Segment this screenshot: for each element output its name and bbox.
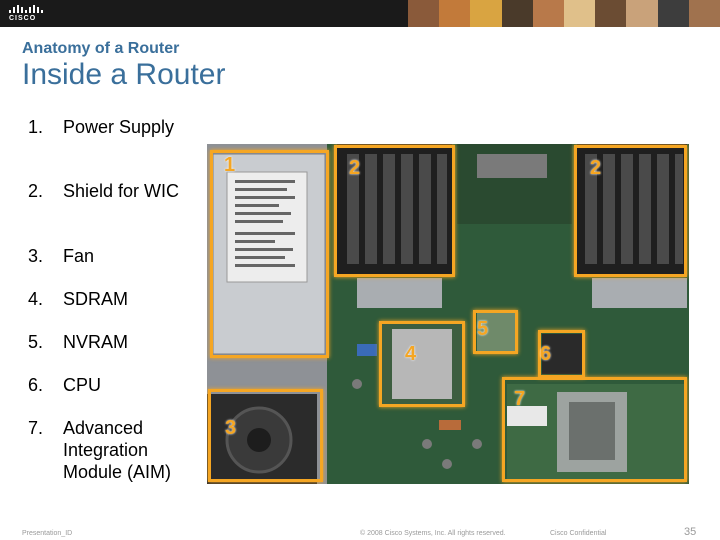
header-photo — [626, 0, 658, 27]
header-photo — [408, 0, 440, 27]
page-number: 35 — [684, 526, 697, 538]
list-item-label: Fan — [63, 246, 95, 266]
footer-presentation-id: Presentation_ID — [22, 530, 73, 537]
list-item-number: 6. — [28, 375, 44, 395]
header-photo — [688, 0, 720, 27]
footer-copyright: © 2008 Cisco Systems, Inc. All rights re… — [360, 530, 506, 537]
list-item: 1. Power Supply — [28, 116, 193, 138]
header-photo — [439, 0, 471, 27]
list-item-label: CPU — [63, 375, 102, 395]
highlight-aim — [502, 377, 687, 482]
header-photo — [595, 0, 627, 27]
list-item: 7. Advanced Integration Module (AIM) — [28, 417, 193, 483]
highlight-wic-shield-right — [574, 145, 687, 277]
list-item-number: 2. — [28, 181, 44, 201]
list-item-label: Power Supply — [63, 117, 175, 137]
list-item-label: NVRAM — [63, 332, 129, 352]
callout-label: 3 — [225, 417, 237, 439]
header-photo-strip — [408, 0, 720, 27]
list-item-number: 5. — [28, 332, 44, 352]
list-item-number: 7. — [28, 418, 44, 438]
router-board-illustration — [207, 144, 689, 484]
list-item-label: Advanced Integration Module (AIM) — [63, 418, 172, 482]
header-photo — [657, 0, 689, 27]
list-item-label: Shield for WIC — [63, 181, 180, 201]
highlight-nvram — [473, 310, 518, 354]
cisco-bars-icon — [9, 5, 45, 13]
header-photo — [532, 0, 565, 27]
list-item-number: 1. — [28, 117, 44, 137]
list-item: 6. CPU — [28, 374, 193, 396]
callout-label: 2 — [349, 157, 361, 179]
logo-text: CISCO — [9, 15, 37, 22]
cisco-logo: CISCO — [9, 5, 45, 23]
list-item-number: 4. — [28, 289, 44, 309]
callout-label: 6 — [540, 343, 552, 365]
highlight-power-supply — [210, 150, 329, 358]
list-item-number: 3. — [28, 246, 44, 266]
callout-label: 4 — [405, 343, 417, 365]
list-item: 3. Fan — [28, 245, 193, 267]
header-photo — [564, 0, 596, 27]
list-item: 4. SDRAM — [28, 288, 193, 310]
list-item: 2. Shield for WIC — [28, 180, 193, 202]
header-photo — [501, 0, 533, 27]
callout-label: 5 — [477, 318, 489, 340]
list-item-label: SDRAM — [63, 289, 129, 309]
highlight-fan — [208, 389, 323, 482]
highlight-wic-shield-left — [334, 145, 455, 277]
footer-confidential: Cisco Confidential — [550, 530, 607, 537]
header-bar: CISCO — [0, 0, 720, 27]
callout-label: 2 — [590, 157, 602, 179]
highlight-sdram — [379, 321, 465, 407]
callout-label: 7 — [514, 388, 526, 410]
highlight-cpu — [538, 330, 585, 378]
list-item: 5. NVRAM — [28, 331, 193, 353]
callout-label: 1 — [224, 154, 236, 176]
slide-subtitle: Anatomy of a Router — [22, 40, 180, 57]
slide-title: Inside a Router — [22, 58, 226, 91]
header-photo — [470, 0, 502, 27]
router-photo — [207, 144, 689, 484]
